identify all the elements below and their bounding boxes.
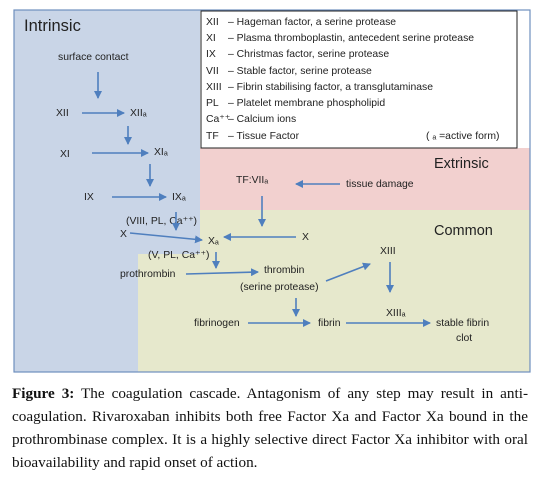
node-xiiia: XIIIₐ xyxy=(386,308,406,319)
node-ix: IX xyxy=(84,192,94,203)
node-cofactor-1: (VIII, PL, Ca⁺⁺) xyxy=(126,216,197,227)
legend-key-pl: PL xyxy=(206,98,219,109)
legend-desc-xiii: – Fibrin stabilising factor, a transglut… xyxy=(228,82,433,93)
common-region xyxy=(138,210,530,372)
node-x-right: X xyxy=(302,232,309,243)
node-fibrinogen: fibrinogen xyxy=(194,318,240,329)
legend-key-xi: XI xyxy=(206,33,216,44)
legend-desc-xii: – Hageman factor, a serine protease xyxy=(228,17,396,28)
node-thrombin-note: (serine protease) xyxy=(240,282,319,293)
legend-desc-tf: – Tissue Factor xyxy=(228,131,300,142)
legend-key-tf: TF xyxy=(206,131,219,142)
node-xiia: XIIₐ xyxy=(130,108,147,119)
legend-list: XII – Hageman factor, a serine protease … xyxy=(206,17,499,142)
cascade-arrows xyxy=(82,72,431,327)
figure-caption: Figure 3: The coagulation cascade. Antag… xyxy=(12,382,528,474)
node-tissue-damage: tissue damage xyxy=(346,179,414,190)
legend-key-ix: IX xyxy=(206,49,216,60)
node-stable-fibrin: stable fibrin xyxy=(436,318,489,329)
node-labels: surface contact XII XIIₐ XI XIₐ IX IXₐ (… xyxy=(56,52,489,344)
legend-note: ( ₐ =active form) xyxy=(426,131,499,142)
legend-desc-ix: – Christmas factor, serine protease xyxy=(228,49,389,60)
legend-key-vii: VII xyxy=(206,66,219,77)
diagram-frame xyxy=(13,9,531,373)
node-ixa: IXₐ xyxy=(172,192,186,203)
legend-key-ca: Ca⁺⁺ xyxy=(206,114,230,125)
common-title: Common xyxy=(434,223,493,239)
arrow-x-left-to-xa xyxy=(129,232,203,244)
node-clot: clot xyxy=(456,333,472,344)
legend-key-xiii: XIII xyxy=(206,82,222,93)
arrow-thrombin-to-xiii xyxy=(325,262,371,282)
node-tf-viia: TF:VIIₐ xyxy=(236,175,268,186)
legend-desc-ca: – Calcium ions xyxy=(228,114,296,125)
legend-desc-pl: – Platelet membrane phospholipid xyxy=(228,98,385,109)
node-cofactor-2: (V, PL, Ca⁺⁺) xyxy=(148,250,209,261)
legend-desc-vii: – Stable factor, serine protease xyxy=(228,66,372,77)
node-x-left: X xyxy=(120,229,127,240)
node-thrombin: thrombin xyxy=(264,265,305,276)
intrinsic-title: Intrinsic xyxy=(24,17,81,35)
node-fibrin: fibrin xyxy=(318,318,341,329)
node-surface-contact: surface contact xyxy=(58,52,129,63)
node-xa: Xₐ xyxy=(208,236,219,247)
legend-desc-xi: – Plasma thromboplastin, antecedent seri… xyxy=(228,33,474,44)
node-prothrombin: prothrombin xyxy=(120,269,176,280)
caption-label: Figure 3: xyxy=(12,385,75,402)
caption-text: The coagulation cascade. Antagonism of a… xyxy=(12,385,528,471)
node-xii: XII xyxy=(56,108,69,119)
node-xiii: XIII xyxy=(380,246,396,257)
coagulation-cascade-diagram: XII – Hageman factor, a serine protease … xyxy=(13,9,531,373)
legend-key-xii: XII xyxy=(206,17,219,28)
node-xi: XI xyxy=(60,149,70,160)
extrinsic-title: Extrinsic xyxy=(434,156,489,172)
diagram-canvas: XII – Hageman factor, a serine protease … xyxy=(13,9,531,373)
arrow-prothrombin-to-thrombin xyxy=(185,268,259,277)
legend-box xyxy=(200,10,518,149)
node-xia: XIₐ xyxy=(154,147,168,158)
extrinsic-region xyxy=(200,148,530,210)
